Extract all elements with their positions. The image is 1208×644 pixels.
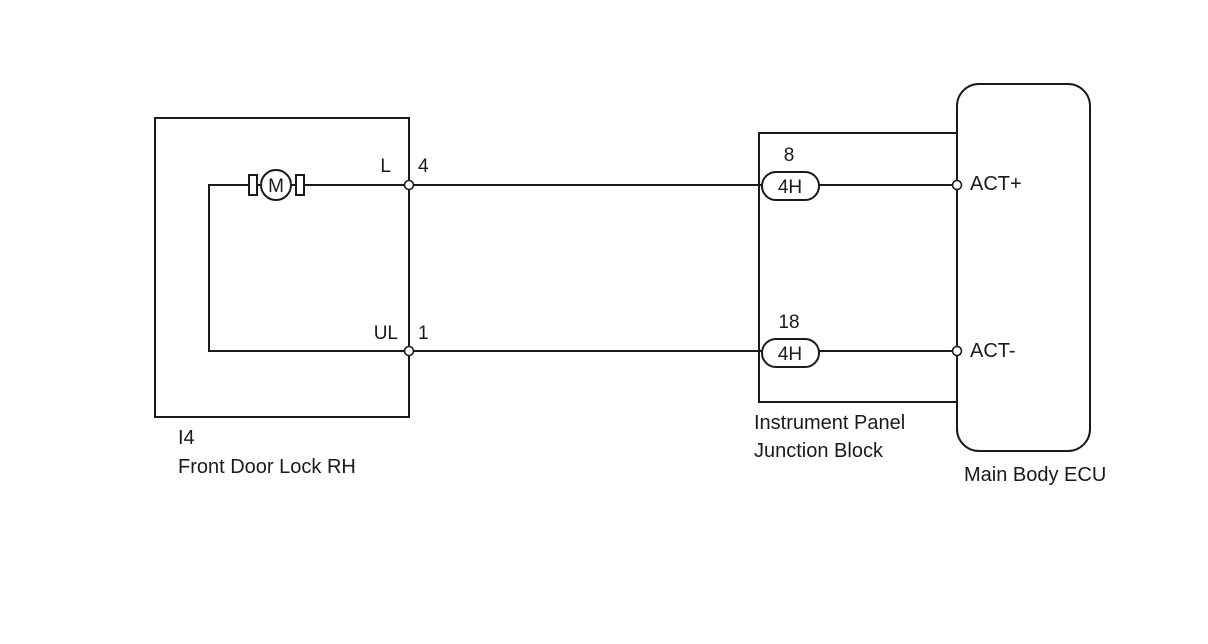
door-lock-pin-number-4: 4 [418,156,429,177]
connector-pill-4h-upper [761,171,820,201]
junction-pin-number-18: 18 [778,312,799,333]
door-lock-pin-label-l: L [380,156,391,177]
door-lock-internal-loop-wire [208,184,409,352]
terminal-ecu-act-minus [951,345,963,357]
terminal-door-lock-pin1 [403,345,415,357]
door-lock-pin-number-1: 1 [418,323,429,344]
ecu-name: Main Body ECU [964,464,1106,486]
junction-block-name-line1: Instrument Panel [754,412,905,434]
ecu-box [956,83,1091,452]
junction-connector-code-lower: 4H [778,344,802,365]
door-lock-component: M L 4 UL 1 I4 Front Door Lock RH [154,117,429,478]
ecu-component: Main Body ECU ACT+ ACT- [956,83,1106,486]
junction-connector-upper: 8 4H [761,145,820,201]
door-lock-box [154,117,410,418]
motor-label: M [268,176,284,197]
terminal-ecu-act-plus [951,179,963,191]
ecu-terminal-act-plus: ACT+ [970,173,1022,195]
motor-icon: M [248,169,305,201]
terminal-door-lock-pin4 [403,179,415,191]
connector-pill-4h-lower [761,338,820,368]
door-lock-name: Front Door Lock RH [178,456,356,478]
junction-connector-code-upper: 4H [778,177,802,198]
terminals [403,179,963,357]
wires [409,184,957,352]
junction-pin-number-8: 8 [784,145,795,166]
junction-connector-lower: 18 4H [761,312,820,368]
junction-block-name-line2: Junction Block [754,440,884,462]
ecu-terminal-act-minus: ACT- [970,340,1016,362]
door-lock-connector-code: I4 [178,427,195,449]
door-lock-pin-label-ul: UL [374,323,398,344]
